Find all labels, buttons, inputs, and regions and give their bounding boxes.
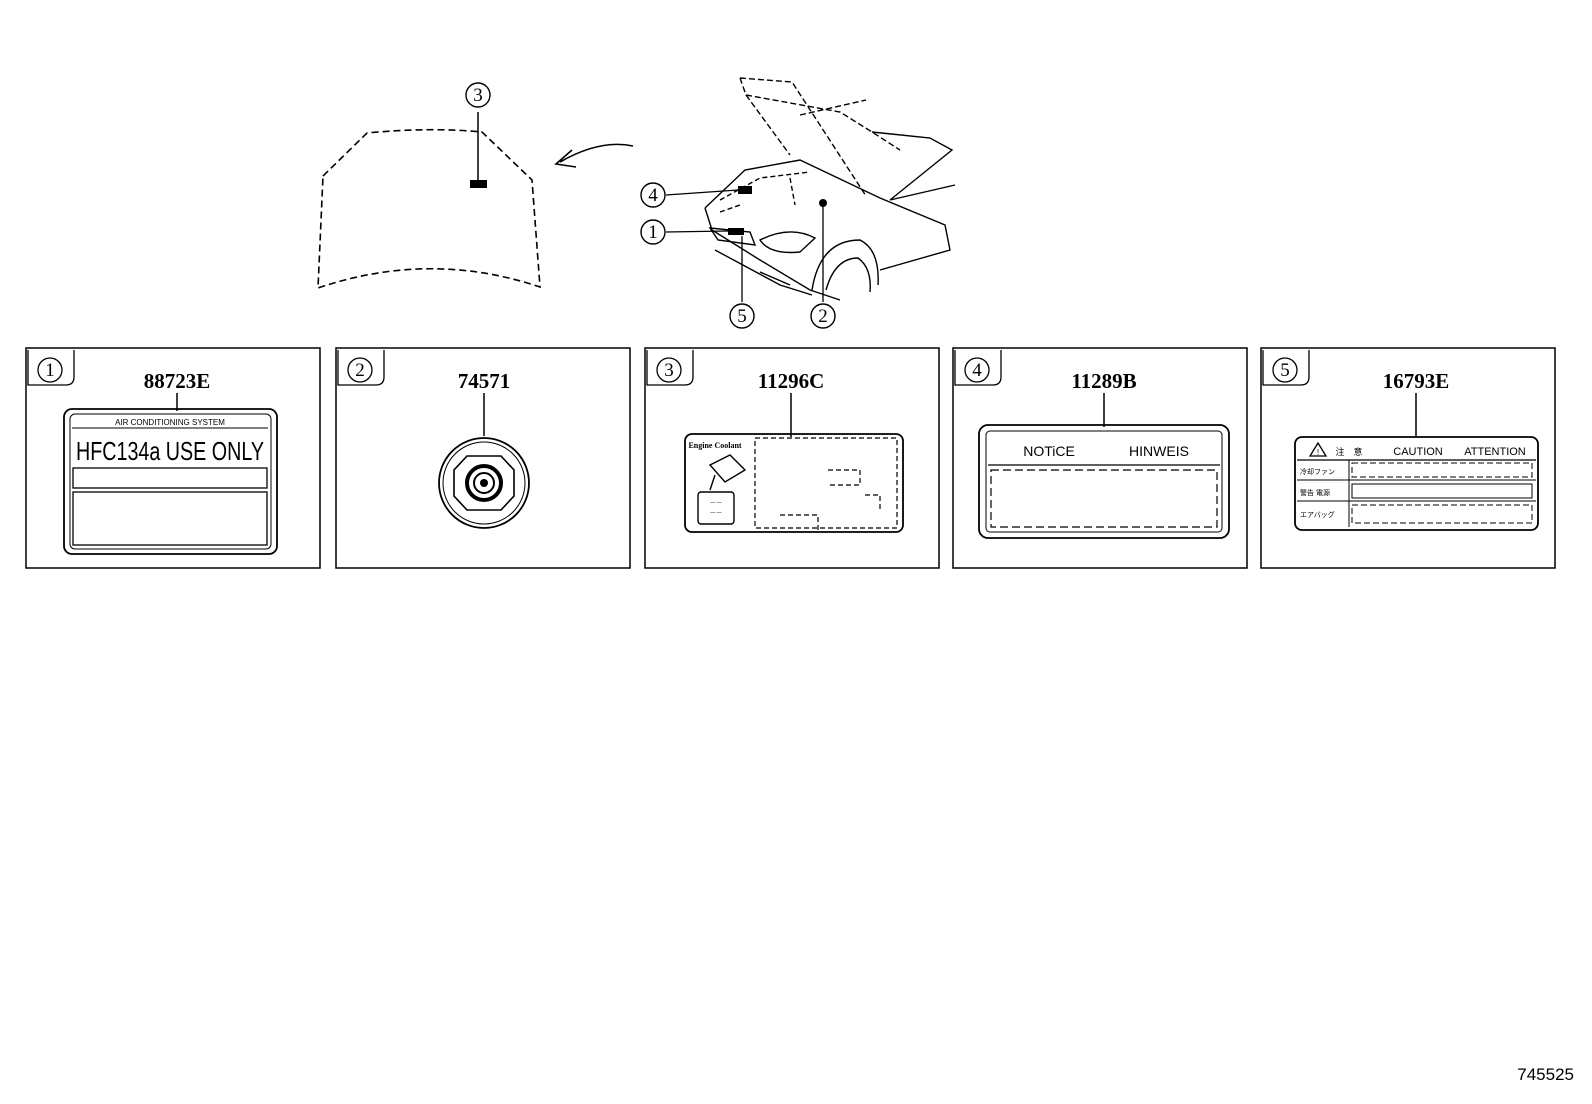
car-leader-lines (665, 189, 824, 302)
panel-11289B: 4 11289B NOTiCE HINWEIS (952, 347, 1248, 569)
svg-text:4: 4 (648, 185, 658, 206)
label-main-text: HFC134a USE ONLY (76, 436, 264, 466)
panel-74571: 2 74571 (335, 347, 631, 569)
label-header-text: AIR CONDITIONING SYSTEM (115, 418, 225, 427)
callout-5-car: 5 (729, 303, 755, 329)
svg-text:— —: — — (710, 500, 721, 506)
part-number-11289B: 11289B (1071, 369, 1136, 393)
panel-2-callout-num: 2 (355, 360, 365, 381)
hinweis-text: HINWEIS (1129, 443, 1189, 459)
label-4-marker (738, 186, 752, 194)
svg-text:5: 5 (737, 306, 747, 327)
coolant-header: Engine Coolant (688, 441, 741, 450)
panel-3-callout-num: 3 (664, 360, 674, 381)
callout-4-car: 4 (640, 182, 666, 208)
panel-1-callout-num: 1 (45, 360, 55, 381)
coolant-jug-icon: — — — — (697, 454, 747, 525)
svg-text:エアバッグ: エアバッグ (1300, 510, 1335, 519)
hood-label-marker (470, 180, 487, 188)
svg-text:意: 意 (1353, 446, 1362, 457)
svg-text:1: 1 (648, 222, 658, 243)
warning-triangle-icon: ! (1308, 441, 1328, 457)
panel-4-callout-num: 4 (972, 360, 982, 381)
part-number-74571: 74571 (458, 369, 511, 393)
attention-text: ATTENTION (1464, 446, 1526, 458)
diagram-id-code: 745525 (1517, 1065, 1574, 1084)
notice-text: NOTiCE (1023, 443, 1075, 459)
callout-2-car: 2 (810, 303, 836, 329)
callout-1-car: 1 (640, 219, 666, 245)
svg-text:注: 注 (1335, 446, 1344, 457)
svg-text:!: ! (1317, 448, 1319, 457)
panel-11296C: 3 11296C Engine Coolant — — — — (644, 347, 940, 569)
panel-88723E: 1 88723E AIR CONDITIONING SYSTEM HFC134a… (25, 347, 321, 569)
panel-5-callout-num: 5 (1280, 360, 1290, 381)
callout-3-hood: 3 (465, 82, 491, 108)
part-number-88723E: 88723E (144, 369, 211, 393)
panel-16793E: 5 16793E ! 注 意 CAUTION ATTENTION 冷却ファン 警… (1260, 347, 1556, 569)
caution-text: CAUTION (1393, 446, 1443, 458)
hood-drawing (317, 128, 541, 290)
arrow-icon (554, 143, 634, 168)
label-1-marker (728, 228, 744, 235)
label-2-marker (819, 199, 827, 207)
svg-text:— —: — — (710, 510, 721, 516)
svg-text:冷却ファン: 冷却ファン (1300, 467, 1335, 476)
svg-text:3: 3 (473, 85, 483, 106)
svg-text:2: 2 (818, 306, 828, 327)
svg-text:警告 電源: 警告 電源 (1300, 488, 1330, 497)
part-number-11296C: 11296C (758, 369, 825, 393)
part-number-16793E: 16793E (1383, 369, 1450, 393)
